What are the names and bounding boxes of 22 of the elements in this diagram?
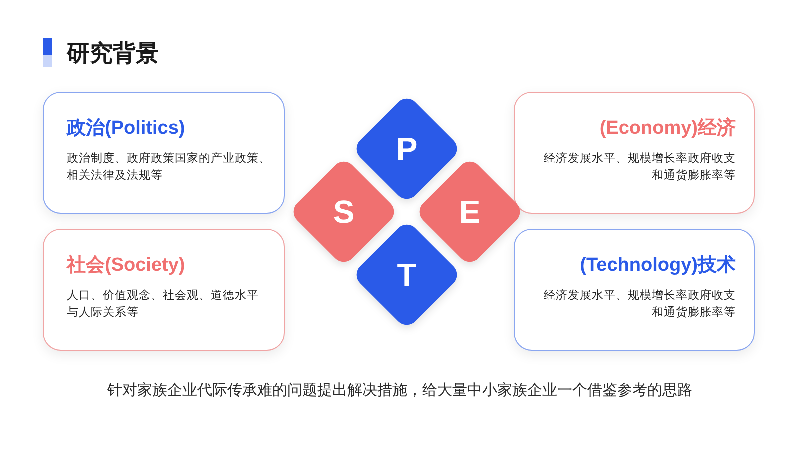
tile-letter: P (396, 131, 418, 167)
card-text: 经济发展水平、规模增长率政府收支和通货膨胀率等 (543, 151, 736, 184)
card-text: 经济发展水平、规模增长率政府收支和通货膨胀率等 (543, 288, 736, 320)
card-heading: 社会(Society) (67, 254, 186, 278)
info-card (514, 229, 755, 351)
info-card (43, 229, 285, 351)
diamond-tile (356, 98, 458, 200)
tile-letter: S (333, 194, 355, 230)
card-text: 人口、价值观念、社会观、道德水平与人际关系等 (67, 288, 260, 320)
diamond-tile (419, 161, 521, 263)
card-heading: 政治(Politics) (67, 117, 186, 141)
page-title: 研究背景 (67, 39, 159, 68)
card-heading: (Technology)技术 (579, 254, 736, 278)
tile-letter: T (397, 257, 417, 293)
summary-text: 针对家族企业代际传承难的问题提出解决措施，给大量中小家族企业一个借鉴参考的思路 (108, 382, 692, 399)
diamond-tile (356, 224, 458, 326)
diamond-tile (293, 161, 395, 263)
card-text: 政治制度、政府政策国家的产业政策、相关法律及法规等 (67, 151, 272, 184)
tile-letter: E (459, 194, 481, 230)
info-card (43, 92, 285, 214)
card-heading: (Economy)经济 (598, 117, 736, 141)
info-card (514, 92, 755, 214)
